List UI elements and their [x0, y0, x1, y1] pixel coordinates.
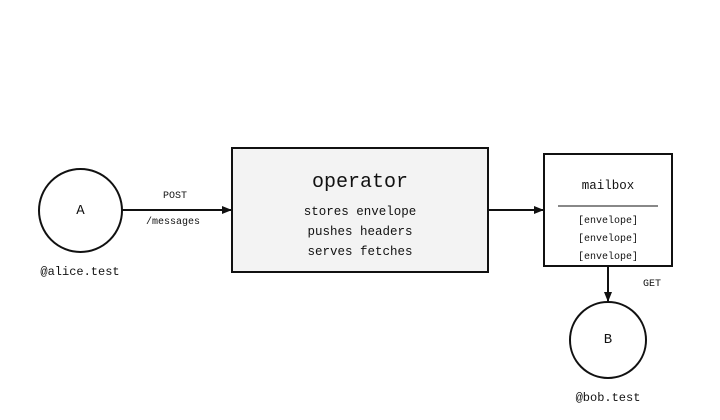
- node-a-handle: @alice.test: [40, 265, 120, 279]
- edge-post-path: /messages: [146, 217, 201, 228]
- operator-line: pushes headers: [307, 225, 413, 239]
- edge-get-method: GET: [643, 279, 662, 290]
- node-b-handle: @bob.test: [575, 391, 641, 405]
- operator-title: operator: [311, 171, 408, 194]
- mailbox-box: mailbox [envelope] [envelope] [envelope]: [543, 153, 673, 267]
- mailbox-title: mailbox: [581, 179, 635, 193]
- operator-box: operator stores envelope pushes headers …: [231, 147, 489, 273]
- mailbox-envelope: [envelope]: [577, 252, 638, 263]
- mailbox-envelope: [envelope]: [577, 216, 638, 227]
- node-a: A: [38, 168, 123, 253]
- node-b: B: [569, 301, 647, 379]
- node-b-label: B: [603, 332, 613, 348]
- operator-line: serves fetches: [307, 245, 413, 259]
- edge-post-method: POST: [163, 191, 188, 202]
- node-a-label: A: [76, 202, 85, 219]
- operator-responsibilities: stores envelope pushes headers serves fe…: [233, 202, 487, 262]
- mailbox-envelope-list: [envelope] [envelope] [envelope]: [545, 213, 671, 267]
- mailbox-envelope: [envelope]: [577, 234, 638, 245]
- operator-line: stores envelope: [303, 205, 417, 219]
- mailbox-divider: [558, 205, 658, 207]
